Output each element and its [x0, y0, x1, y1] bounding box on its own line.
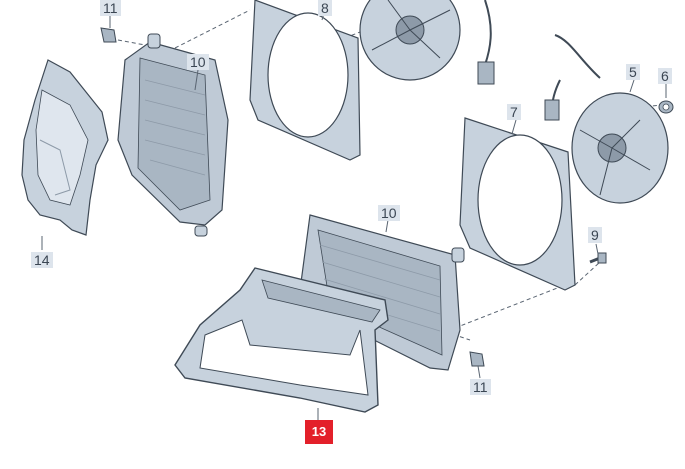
fan-shroud-top [249, 0, 361, 161]
callout-10-center[interactable]: 10 [378, 205, 400, 221]
air-guide-highlighted [174, 267, 389, 413]
fan-top [359, 0, 495, 85]
fan-right [544, 34, 669, 204]
callout-13-highlighted[interactable]: 13 [305, 420, 333, 444]
fan-shroud-right [459, 117, 576, 291]
nut [658, 100, 674, 114]
callout-9[interactable]: 9 [588, 227, 602, 243]
callout-8[interactable]: 8 [318, 0, 332, 16]
callout-11-bottom[interactable]: 11 [470, 379, 491, 395]
callout-5[interactable]: 5 [626, 64, 640, 80]
callout-6[interactable]: 6 [658, 68, 672, 84]
air-duct-left [21, 59, 109, 236]
clip-bottom [469, 351, 485, 367]
callout-11-top[interactable]: 11 [100, 0, 121, 16]
bolt [589, 252, 607, 264]
callout-14[interactable]: 14 [31, 252, 53, 268]
callout-7[interactable]: 7 [507, 104, 521, 120]
clip-top [100, 27, 117, 43]
callout-10-left[interactable]: 10 [187, 54, 209, 70]
radiator-left [117, 33, 229, 237]
